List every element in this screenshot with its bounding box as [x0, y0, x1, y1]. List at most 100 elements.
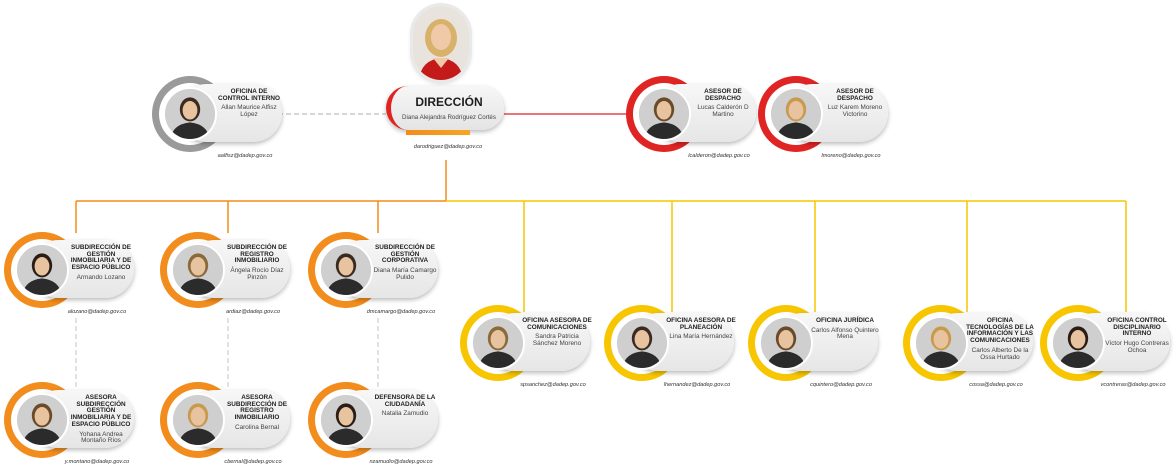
card-text: OFICINA CONTROL DISCIPLINARIO INTERNO Ví… — [1102, 317, 1172, 368]
node-email[interactable]: dmcamargo@dadep.gov.co — [366, 309, 436, 315]
person-photo — [163, 87, 217, 141]
node-email[interactable]: cquintero@dadep.gov.co — [810, 382, 872, 388]
node-title: ASESORA SUBDIRECCIÓN GESTIÓN INMOBILIARI… — [70, 394, 132, 428]
person-photo — [471, 316, 525, 370]
node-comunicaciones[interactable]: OFICINA ASESORA DE COMUNICACIONES Sandra… — [460, 305, 592, 388]
node-juridica[interactable]: OFICINA JURÍDICA Carlos Alfonso Quintero… — [748, 305, 879, 388]
node-title: OFICINA TECNOLOGÍAS DE LA INFORMACIÓN Y … — [966, 317, 1034, 345]
director-pill — [386, 86, 504, 130]
node-title: DEFENSORA DE LA CIUDADANÍA — [374, 394, 436, 408]
ring-accent — [152, 76, 228, 152]
node-person-name: Carlos Alberto De la Ossa Hurtado — [971, 346, 1029, 361]
person-photo — [615, 316, 669, 370]
node-sub-registro[interactable]: SUBDIRECCIÓN DE REGISTRO INMOBILIARIO Án… — [160, 232, 290, 315]
node-sub-gestion-inmobiliaria[interactable]: SUBDIRECCIÓN DE GESTIÓN INMOBILIARIA Y D… — [4, 232, 134, 315]
node-person-name: Armando Lozano — [76, 273, 126, 281]
ring-accent — [308, 232, 384, 308]
director-accent-bar — [406, 130, 470, 135]
node-person-name: Luz Karem Moreno Victorino — [827, 104, 883, 119]
ring-accent — [903, 305, 979, 381]
node-person-name: Lucas Calderón D Martino — [697, 104, 749, 119]
node-person-name: Allan Maurice Alfisz López — [221, 104, 277, 119]
node-title: OFICINA ASESORA DE PLANEACIÓN — [666, 317, 736, 331]
node-person-name: Lina María Hernández — [669, 333, 733, 341]
node-email[interactable]: lcalderon@dadep.gov.co — [688, 153, 750, 159]
person-photo — [637, 87, 691, 141]
node-control-interno[interactable]: OFICINA DE CONTROL INTERNO Allan Maurice… — [152, 76, 282, 159]
director-title: DIRECCIÓN — [415, 95, 483, 109]
person-photo — [319, 393, 373, 447]
node-defensora[interactable]: DEFENSORA DE LA CIUDADANÍA Natalia Zamud… — [308, 382, 438, 465]
node-title: ASESORA SUBDIRECCIÓN DE REGISTRO INMOBIL… — [226, 394, 287, 422]
person-photo — [171, 393, 225, 447]
node-email[interactable]: cossa@dadep.gov.co — [969, 382, 1023, 388]
ring-accent — [758, 76, 834, 152]
card-text: SUBDIRECCIÓN DE GESTIÓN CORPORATIVA Dian… — [370, 244, 440, 295]
node-title: OFICINA CONTROL DISCIPLINARIO INTERNO — [1107, 317, 1167, 338]
node-person-name: Víctor Hugo Contreras Ochoa — [1105, 340, 1169, 354]
node-person-name: Carolina Bernal — [234, 423, 280, 431]
card-text: OFICINA TECNOLOGÍAS DE LA INFORMACIÓN Y … — [965, 317, 1035, 368]
card-text: SUBDIRECCIÓN DE GESTIÓN INMOBILIARIA Y D… — [66, 244, 136, 295]
node-title: SUBDIRECCIÓN DE GESTIÓN INMOBILIARIA Y D… — [70, 244, 132, 272]
node-email[interactable]: aalfisz@dadep.gov.co — [217, 153, 273, 159]
node-email[interactable]: y.montano@dadep.gov.co — [64, 459, 130, 465]
director-name: Diana Alejandra Rodríguez Cortés — [402, 114, 496, 121]
node-person-name: Ángela Rocío Díaz Pinzón — [230, 267, 284, 281]
node-title: ASESOR DE DESPACHO — [836, 88, 874, 102]
ring-accent — [1040, 305, 1116, 381]
card-text: ASESORA SUBDIRECCIÓN DE REGISTRO INMOBIL… — [222, 394, 292, 445]
card-text: ASESOR DE DESPACHO Luz Karem Moreno Vict… — [820, 88, 890, 139]
node-title: OFICINA JURÍDICA — [816, 317, 874, 324]
card-text: DEFENSORA DE LA CIUDADANÍA Natalia Zamud… — [370, 394, 440, 445]
director-email[interactable]: darodriguez@dadep.gov.co — [413, 144, 483, 150]
node-asesor-despacho-1[interactable]: ASESOR DE DESPACHO Lucas Calderón D Mart… — [626, 76, 756, 159]
node-planeacion[interactable]: OFICINA ASESORA DE PLANEACIÓN Lina María… — [604, 305, 736, 388]
node-email[interactable]: cbernal@dadep.gov.co — [224, 459, 282, 465]
node-person-name: Yohana Andrea Montaño Ríos — [79, 430, 123, 445]
node-email[interactable]: vcontreras@dadep.gov.co — [1100, 382, 1166, 388]
director-card[interactable]: DIRECCIÓN Diana Alejandra Rodríguez Cort… — [384, 86, 504, 150]
node-title: ASESOR DE DESPACHO — [704, 88, 742, 102]
node-email[interactable]: nzamudio@dadep.gov.co — [369, 459, 433, 465]
node-tic[interactable]: OFICINA TECNOLOGÍAS DE LA INFORMACIÓN Y … — [903, 305, 1034, 388]
node-person-name: Sandra Patricia Sánchez Moreno — [532, 333, 582, 348]
card-text: OFICINA DE CONTROL INTERNO Allan Maurice… — [214, 88, 284, 139]
ring-accent — [460, 305, 536, 381]
node-asesora-gestion[interactable]: ASESORA SUBDIRECCIÓN GESTIÓN INMOBILIARI… — [4, 382, 134, 465]
ring-accent — [626, 76, 702, 152]
node-email[interactable]: lmoreno@dadep.gov.co — [821, 153, 881, 159]
person-photo — [171, 243, 225, 297]
node-person-name: Diana María Camargo Pulido — [373, 267, 437, 281]
person-photo — [15, 393, 69, 447]
ring-accent — [308, 382, 384, 458]
ring-accent — [604, 305, 680, 381]
ring-accent — [160, 382, 236, 458]
node-title: SUBDIRECCIÓN DE REGISTRO INMOBILIARIO — [226, 244, 287, 265]
node-title: OFICINA DE CONTROL INTERNO — [217, 88, 280, 102]
card-text: OFICINA JURÍDICA Carlos Alfonso Quintero… — [810, 317, 880, 368]
person-photo — [1051, 316, 1105, 370]
node-sub-corporativa[interactable]: SUBDIRECCIÓN DE GESTIÓN CORPORATIVA Dian… — [308, 232, 438, 315]
node-title: SUBDIRECCIÓN DE GESTIÓN CORPORATIVA — [374, 244, 435, 265]
director-photo — [413, 6, 469, 80]
person-photo — [319, 243, 373, 297]
card-text: OFICINA ASESORA DE PLANEACIÓN Lina María… — [666, 317, 736, 368]
node-email[interactable]: lhernandez@dadep.gov.co — [663, 382, 731, 388]
person-photo — [769, 87, 823, 141]
node-title: OFICINA ASESORA DE COMUNICACIONES — [522, 317, 592, 331]
ring-accent — [4, 232, 80, 308]
node-email[interactable]: spsanchez@dadep.gov.co — [520, 382, 586, 388]
node-disciplinario[interactable]: OFICINA CONTROL DISCIPLINARIO INTERNO Ví… — [1040, 305, 1170, 388]
card-text: OFICINA ASESORA DE COMUNICACIONES Sandra… — [522, 317, 592, 368]
person-photo — [914, 316, 968, 370]
card-text: ASESOR DE DESPACHO Lucas Calderón D Mart… — [688, 88, 758, 139]
card-text: SUBDIRECCIÓN DE REGISTRO INMOBILIARIO Án… — [222, 244, 292, 295]
person-photo — [759, 316, 813, 370]
node-asesora-registro[interactable]: ASESORA SUBDIRECCIÓN DE REGISTRO INMOBIL… — [160, 382, 290, 465]
node-email[interactable]: ardiaz@dadep.gov.co — [225, 309, 281, 315]
ring-accent — [748, 305, 824, 381]
node-email[interactable]: alozano@dadep.gov.co — [67, 309, 127, 315]
node-asesor-despacho-2[interactable]: ASESOR DE DESPACHO Luz Karem Moreno Vict… — [758, 76, 888, 159]
